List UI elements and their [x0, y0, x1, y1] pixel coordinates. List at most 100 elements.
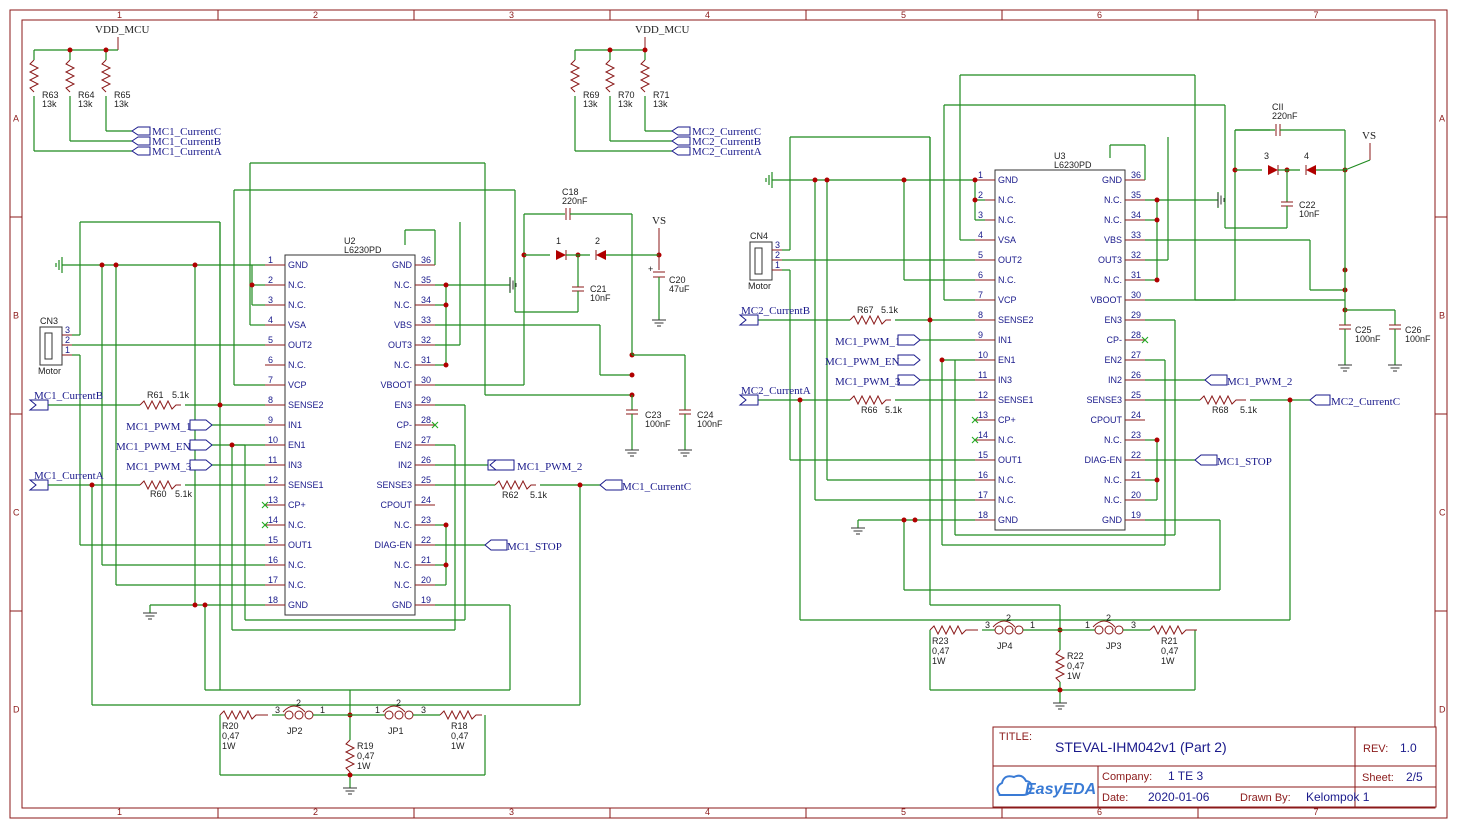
title-label: TITLE: [999, 731, 1032, 743]
pin-name: N.C. [1104, 195, 1122, 205]
svg-text:1W: 1W [1161, 656, 1175, 666]
cloud-logo-icon [996, 774, 1033, 796]
svg-text:0,47: 0,47 [1161, 646, 1179, 656]
r65-ref: R65 [114, 90, 131, 100]
pin-name: N.C. [394, 520, 412, 530]
sheet-value: 2/5 [1406, 770, 1423, 784]
pin-number: 25 [421, 475, 431, 485]
svg-text:MC2_CurrentC: MC2_CurrentC [692, 126, 761, 138]
pin-name: SENSE1 [998, 395, 1034, 405]
svg-text:0,47: 0,47 [1067, 661, 1085, 671]
pin-number: 21 [1131, 470, 1141, 480]
shunt-left: R20 0,47 1W 3 2 1 JP2 1 2 3 JP1 R18 0,47 [219, 698, 482, 788]
net-mc1-stop-left: MC1_STOP [507, 541, 562, 553]
pin-number: 11 [268, 455, 277, 465]
svg-text:3: 3 [65, 325, 70, 335]
drawn-by-value: Kelompok 1 [1306, 790, 1370, 804]
zone-row-label: C [13, 508, 20, 518]
svg-text:U3: U3 [1054, 151, 1066, 161]
svg-text:2: 2 [396, 698, 401, 708]
zone-col-label: 4 [705, 10, 710, 20]
pin-number: 12 [978, 390, 988, 400]
svg-text:R71: R71 [653, 90, 670, 100]
pin-number: 27 [421, 435, 431, 445]
pin-name: IN2 [1108, 375, 1122, 385]
net-mc1-currentc-top: MC1_CurrentC [152, 126, 221, 138]
svg-text:2: 2 [296, 698, 301, 708]
svg-text:JP1: JP1 [388, 726, 404, 736]
svg-text:3: 3 [1131, 620, 1136, 630]
pin-name: N.C. [1104, 435, 1122, 445]
svg-text:MC1_PWM_2: MC1_PWM_2 [1227, 376, 1292, 388]
net-mc1-currenta-left: MC1_CurrentA [34, 470, 104, 482]
svg-text:3: 3 [775, 240, 780, 250]
pin-number: 24 [421, 495, 431, 505]
pin-name: DIAG-EN [374, 540, 412, 550]
pin-name: CPOUT [1091, 415, 1123, 425]
pin-number: 16 [268, 555, 278, 565]
pin-number: 31 [421, 355, 431, 365]
u2-netflags: MC1_CurrentB MC1_CurrentA MC1_PWM_1 MC1_… [28, 390, 691, 553]
company-label: Company: [1102, 771, 1152, 783]
pin-name: GND [998, 515, 1019, 525]
pin-name: EN2 [1104, 355, 1122, 365]
svg-text:1: 1 [556, 236, 561, 246]
pin-name: IN1 [288, 420, 302, 430]
svg-text:MC2_CurrentB: MC2_CurrentB [692, 136, 761, 148]
pin-name: OUT3 [1098, 255, 1122, 265]
pin-name: VSA [288, 320, 306, 330]
sense-resistors-right: R67 5.1k R66 5.1k R68 5.1k [849, 305, 1258, 415]
svg-text:CN3: CN3 [40, 316, 58, 326]
r64-ref: R64 [78, 90, 95, 100]
svg-text:1W: 1W [932, 656, 946, 666]
zone-row-label: D [13, 705, 20, 715]
pin-number: 8 [268, 395, 273, 405]
u2-ref: U2 [344, 236, 356, 246]
svg-text:JP3: JP3 [1106, 641, 1122, 651]
pin-number: 18 [978, 510, 988, 520]
pin-number: 36 [1131, 170, 1141, 180]
svg-text:R18: R18 [451, 721, 468, 731]
pin-name: OUT2 [998, 255, 1022, 265]
svg-text:Motor: Motor [748, 281, 771, 291]
svg-text:1: 1 [1030, 620, 1035, 630]
left-driver-section: VDD_MCU R63 13k R64 13k R65 13k [28, 24, 723, 788]
pin-number: 17 [978, 490, 988, 500]
svg-text:5.1k: 5.1k [881, 305, 899, 315]
pin-number: 1 [978, 170, 983, 180]
svg-text:3: 3 [275, 705, 280, 715]
pin-name: SENSE2 [998, 315, 1034, 325]
pin-number: 33 [1131, 230, 1141, 240]
svg-text:13k: 13k [618, 99, 633, 109]
svg-text:C18: C18 [562, 187, 579, 197]
pin-name: N.C. [998, 275, 1016, 285]
svg-text:5.1k: 5.1k [530, 490, 548, 500]
pin-name: GND [288, 600, 309, 610]
pin-name: VBS [1104, 235, 1122, 245]
zone-row-label: A [13, 114, 19, 124]
pin-number: 5 [268, 335, 273, 345]
svg-text:0,47: 0,47 [451, 731, 469, 741]
svg-text:3: 3 [1264, 151, 1269, 161]
svg-text:MC1_PWM_3: MC1_PWM_3 [835, 376, 901, 388]
pullup-resistors-right: R69 13k R70 13k R71 13k MC2_CurrentC MC2… [569, 50, 762, 158]
svg-text:R67: R67 [857, 305, 874, 315]
pin-number: 26 [421, 455, 431, 465]
svg-text:5.1k: 5.1k [175, 489, 193, 499]
pin-name: VCP [288, 380, 307, 390]
pin-name: N.C. [394, 360, 412, 370]
u2-part: L6230PD [344, 245, 382, 255]
pin-name: OUT1 [288, 540, 312, 550]
pin-name: CP+ [288, 500, 306, 510]
title-value: STEVAL-IHM042v1 (Part 2) [1055, 739, 1227, 755]
pin-number: 33 [421, 315, 431, 325]
pin-number: 36 [421, 255, 431, 265]
pin-number: 4 [978, 230, 983, 240]
pin-number: 29 [1131, 310, 1141, 320]
date-label: Date: [1102, 792, 1128, 804]
pin-number: 9 [268, 415, 273, 425]
svg-text:2: 2 [1006, 613, 1011, 623]
